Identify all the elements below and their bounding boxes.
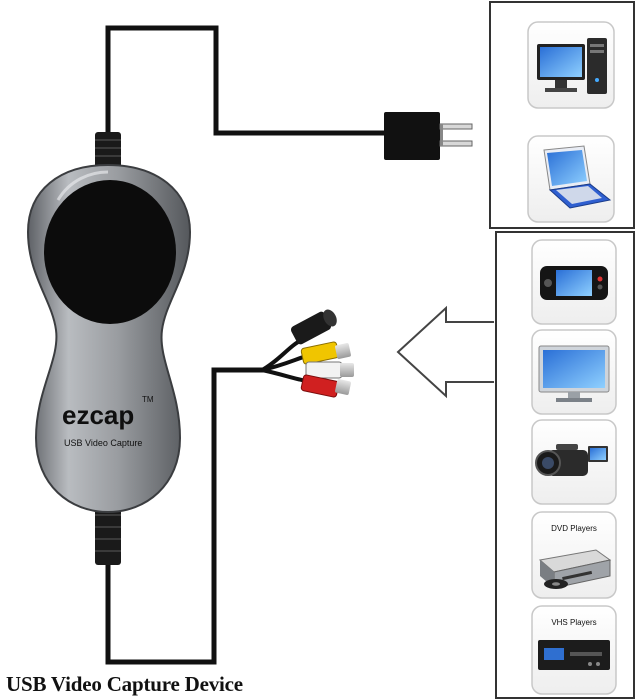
tile-desktop-computer	[527, 21, 615, 109]
tile-dvd-player: DVD Players	[531, 511, 617, 599]
ezcap-device: ezcap TM USB Video Capture	[26, 163, 192, 514]
device-trademark: TM	[142, 395, 154, 404]
top-strain-relief	[95, 132, 121, 170]
diagram-caption: USB Video Capture Device	[6, 672, 243, 696]
television-icon	[538, 345, 610, 402]
dvd-player-icon	[538, 549, 612, 589]
desktop-computer-icon	[537, 38, 607, 94]
usb-plug	[384, 112, 473, 160]
tile-television	[531, 329, 617, 415]
av-cable	[105, 367, 265, 665]
vhs-player-label: VHS Players	[551, 618, 596, 627]
rca-connectors	[261, 309, 354, 398]
vhs-player-icon	[538, 640, 610, 670]
tile-portable-media-player	[531, 239, 617, 325]
tile-laptop	[527, 135, 615, 223]
device-brand-logo: ezcap	[62, 400, 134, 430]
rca-red-plug	[300, 374, 351, 398]
tile-camcorder	[531, 419, 617, 505]
device-model-label: USB Video Capture	[64, 438, 142, 448]
input-arrow	[396, 305, 494, 399]
usb-cable	[105, 25, 389, 143]
bottom-strain-relief	[95, 505, 121, 565]
camcorder-icon	[535, 444, 608, 476]
rca-yellow-plug	[300, 341, 351, 365]
rca-white-plug	[305, 361, 354, 379]
tile-vhs-player: VHS Players	[531, 605, 617, 695]
av-black-jack	[290, 309, 337, 345]
media-player-icon	[540, 266, 608, 300]
device-black-face	[44, 180, 176, 324]
laptop-icon	[543, 145, 612, 209]
dvd-player-label: DVD Players	[551, 524, 597, 533]
